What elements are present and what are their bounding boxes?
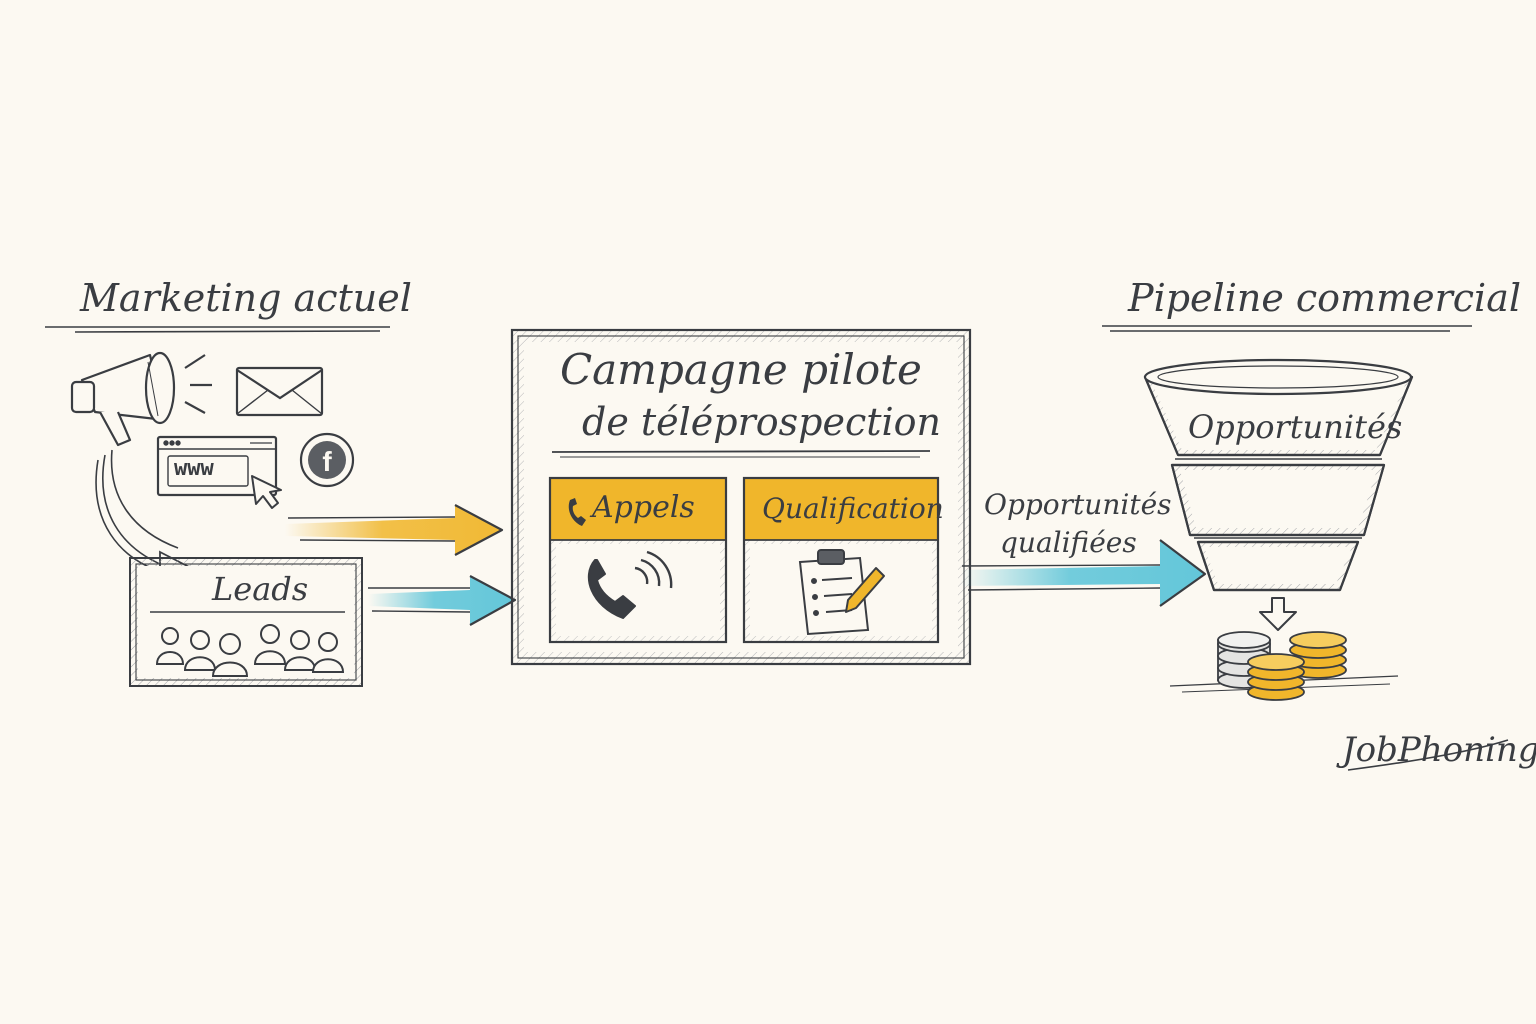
pencil-icon: [845, 567, 885, 613]
campaign-title-line2: de téléprospection: [582, 400, 942, 444]
cursor-icon: [251, 475, 282, 509]
qualified-label-line1: Opportunités: [984, 488, 1172, 521]
qualification-label: Qualification: [762, 492, 944, 525]
pipeline-title: Pipeline commercial: [1128, 276, 1522, 320]
people-icon: [155, 624, 345, 677]
qualified-label-line2: qualifiées: [1000, 526, 1137, 559]
svg-text:f: f: [322, 446, 332, 477]
phone-icon: [587, 550, 673, 619]
brand-logo: JobPhoning: [1342, 730, 1536, 770]
megaphone-icon: [70, 351, 212, 447]
envelope-icon: [235, 366, 324, 417]
funnel: [1143, 358, 1414, 592]
funnel-label: Opportunités: [1188, 408, 1403, 446]
down-arrow-icon: [1259, 597, 1297, 631]
phone-small-icon: [568, 498, 586, 526]
browser-icon: [156, 435, 278, 497]
coins-icon: [1169, 631, 1399, 701]
browser-url-text: www: [174, 456, 214, 481]
campaign-title-line1: Campagne pilote: [560, 345, 922, 394]
appels-label: Appels: [592, 490, 695, 525]
clipboard-icon: [798, 549, 870, 636]
appels-card: [548, 476, 728, 644]
blue-arrow: [368, 575, 517, 626]
brand-swash: [1347, 739, 1509, 771]
yellow-arrow: [285, 504, 504, 556]
leads-label: Leads: [212, 570, 309, 608]
facebook-icon: f: [299, 432, 355, 488]
pipeline-title-underline: [1102, 325, 1472, 332]
marketing-title-underline: [45, 326, 390, 333]
marketing-title: Marketing actuel: [80, 276, 412, 320]
qualified-arrow: [960, 539, 1207, 607]
